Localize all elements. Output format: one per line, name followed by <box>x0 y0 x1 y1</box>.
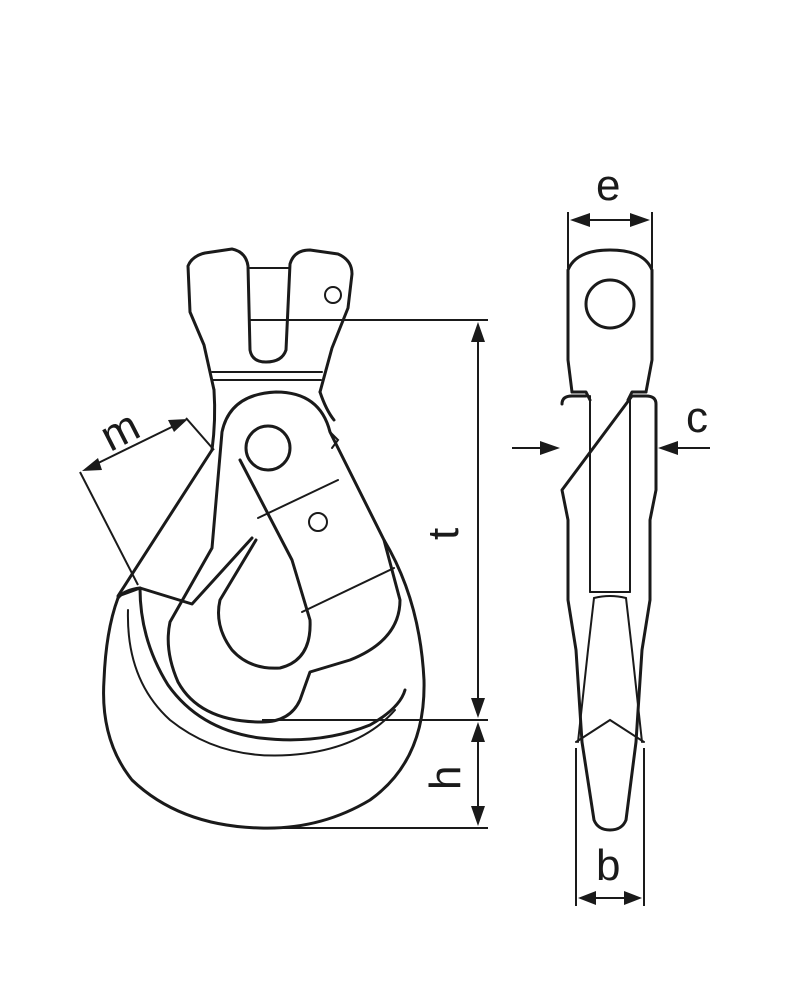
latch-pivot-hole <box>244 424 292 472</box>
dimension-label-m: m <box>92 401 147 461</box>
side-facet-mid <box>575 718 645 743</box>
m-arrow-left <box>82 458 102 471</box>
e-arrow-left <box>570 213 590 227</box>
dimension-m: m <box>79 401 215 586</box>
h-arrow-bottom <box>471 806 485 826</box>
neck-right-edge <box>318 390 336 422</box>
dimension-b: b <box>575 748 645 906</box>
m-extension-right <box>185 417 215 451</box>
dimension-c: c <box>512 393 710 455</box>
side-facet-left <box>577 597 595 743</box>
t-arrow-bottom <box>471 698 485 718</box>
t-arrow-top <box>471 322 485 342</box>
hook-side-view <box>560 248 658 832</box>
latch-line-2 <box>301 567 395 613</box>
latch-line-1 <box>257 479 339 519</box>
b-arrow-left <box>578 891 596 905</box>
head-detail-hole <box>324 286 342 304</box>
hook-throat-block <box>116 448 254 606</box>
neck-left-edge <box>210 388 217 452</box>
latch-small-pin <box>308 512 328 532</box>
h-arrow-top <box>471 722 485 742</box>
dimension-label-e: e <box>596 161 620 210</box>
hook-outer-curve <box>102 538 426 830</box>
c-arrow-left <box>540 441 560 455</box>
dimension-label-h: h <box>421 766 470 790</box>
side-eye-plate <box>566 248 654 394</box>
latch-spring <box>329 431 340 449</box>
side-body-outer <box>560 394 658 832</box>
dimension-label-t: t <box>419 528 468 540</box>
clevis-head-outline <box>186 247 354 394</box>
dimension-label-b: b <box>596 841 620 890</box>
hook-front-view <box>102 247 426 830</box>
dimension-label-c: c <box>686 393 708 442</box>
dimension-h: h <box>262 722 488 829</box>
m-arrow-right <box>168 419 188 432</box>
m-extension-left <box>79 471 139 586</box>
hook-inner-contour <box>126 609 396 757</box>
m-dimension-line <box>87 421 183 469</box>
side-eye-hole <box>584 278 636 330</box>
dimension-e: e <box>567 161 653 268</box>
latch-inner-slot <box>217 458 312 670</box>
side-facet-right <box>625 597 643 743</box>
b-arrow-right <box>624 891 642 905</box>
safety-latch <box>166 390 402 724</box>
side-shoulder-left <box>570 390 592 402</box>
dimension-t: t <box>262 319 488 721</box>
side-lower-cap <box>593 595 627 599</box>
hook-inner-curve <box>138 586 407 742</box>
c-arrow-right <box>658 441 678 455</box>
e-arrow-right <box>630 213 650 227</box>
